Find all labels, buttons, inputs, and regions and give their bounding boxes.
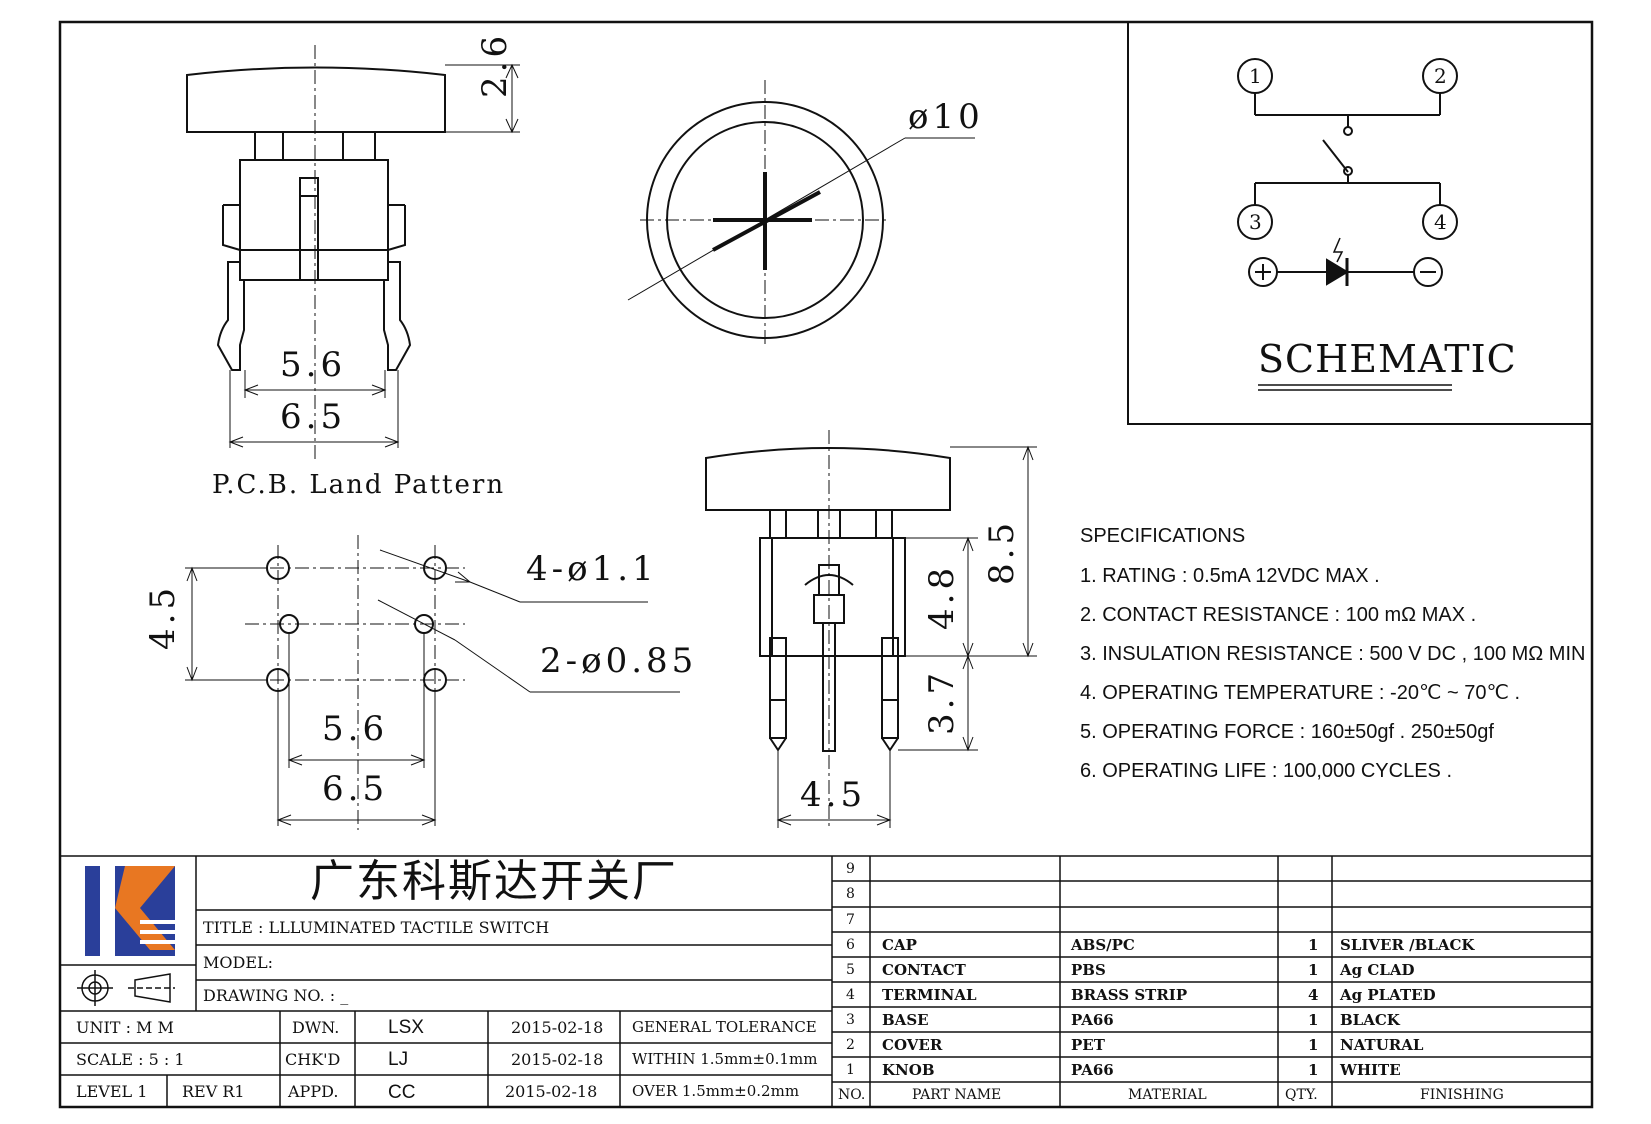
terminal-2-label: 2 (1434, 64, 1447, 88)
bom-row-no: 5 (846, 962, 855, 978)
bom-row-no: 3 (846, 1012, 855, 1028)
bom-finish: BLACK (1340, 1011, 1400, 1029)
bom-qty: 1 (1308, 1036, 1319, 1054)
bom-part: KNOB (882, 1061, 935, 1079)
dwn-date: 2015-02-18 (511, 1018, 604, 1037)
scale-cell: SCALE : 5 : 1 (76, 1050, 185, 1069)
model-label: MODEL: (203, 953, 274, 972)
bom-row-no: 1 (846, 1062, 855, 1078)
bom-part: TERMINAL (882, 986, 977, 1004)
bom-part: BASE (882, 1011, 929, 1029)
bom-material: PA66 (1071, 1061, 1114, 1079)
bom-finish: WHITE (1340, 1061, 1401, 1079)
bom-row-no: 7 (846, 912, 855, 928)
drawing-title: TITLE : LLLUMINATED TACTILE SWITCH (203, 918, 550, 937)
rev-cell: REV R1 (182, 1082, 245, 1101)
spec-item: 6. OPERATING LIFE : 100,000 CYCLES . (1080, 760, 1453, 782)
spec-item: 5. OPERATING FORCE : 160±50gf . 250±50gf (1080, 721, 1494, 743)
tolerance-within: WITHIN 1.5mm±0.1mm (632, 1050, 818, 1068)
dim-front-body: 4.8 (922, 563, 962, 630)
side-view (186, 45, 520, 460)
terminal-4-label: 4 (1434, 210, 1447, 234)
bom-part: CONTACT (882, 961, 966, 979)
bom-finish: SLIVER /BLACK (1340, 936, 1475, 954)
bom-header-no: NO. (838, 1087, 866, 1103)
pcb-title: P.C.B. Land Pattern (212, 470, 506, 500)
spec-item: 1. RATING : 0.5mA 12VDC MAX . (1080, 565, 1380, 587)
spec-item: 2. CONTACT RESISTANCE : 100 mΩ MAX . (1080, 604, 1477, 626)
company-logo (85, 866, 175, 956)
bom-material: PA66 (1071, 1011, 1114, 1029)
bom-part: CAP (882, 936, 917, 954)
bom-material: PET (1071, 1036, 1105, 1054)
projection-symbol-icon (77, 970, 175, 1006)
bom-header-material: MATERIAL (1128, 1087, 1207, 1103)
bom-material: ABS/PC (1071, 936, 1135, 954)
level-cell: LEVEL 1 (76, 1082, 148, 1101)
dim-pcb-outer: 6.5 (322, 769, 389, 809)
chkd-label: CHK'D (285, 1050, 341, 1069)
front-view (705, 430, 1037, 830)
schematic-title: SCHEMATIC (1258, 337, 1517, 381)
dim-pcb-hole4: 4-ø1.1 (526, 549, 658, 589)
bom-row-no: 2 (846, 1037, 855, 1053)
dwn-label: DWN. (292, 1018, 340, 1037)
bom-part: COVER (882, 1036, 943, 1054)
spec-item: 4. OPERATING TEMPERATURE : -20℃ ~ 70℃ . (1080, 682, 1521, 704)
appd-name: CC (388, 1082, 416, 1103)
bom-qty: 1 (1308, 961, 1319, 979)
dim-side-inner: 5.6 (280, 345, 347, 385)
spec-heading: SPECIFICATIONS (1080, 525, 1246, 547)
dim-pcb-pitch-v: 4.5 (143, 583, 183, 650)
bom-header-finishing: FINISHING (1420, 1087, 1504, 1103)
top-view (627, 80, 975, 345)
spec-item: 3. INSULATION RESISTANCE : 500 V DC , 10… (1080, 643, 1586, 665)
appd-date: 2015-02-18 (505, 1082, 598, 1101)
bom-row-no: 4 (846, 987, 855, 1003)
bom-header-part: PART NAME (912, 1087, 1002, 1103)
chkd-name: LJ (388, 1049, 409, 1070)
bom-header-qty: QTY. (1285, 1087, 1318, 1103)
terminal-3-label: 3 (1249, 210, 1262, 234)
bom-finish: Ag PLATED (1340, 986, 1436, 1004)
bom-qty: 4 (1308, 986, 1319, 1004)
bom-qty: 1 (1308, 1011, 1319, 1029)
bom-qty: 1 (1308, 1061, 1319, 1079)
unit-cell: UNIT : M M (76, 1018, 174, 1037)
bom-row-no: 8 (846, 886, 855, 902)
dim-side-outer: 6.5 (280, 397, 347, 437)
bom-row-no: 9 (846, 861, 855, 877)
title-block-grid (60, 855, 1592, 1107)
tolerance-label: GENERAL TOLERANCE (632, 1018, 817, 1036)
company-name: 广东科斯达开关厂 (310, 856, 678, 907)
bom-finish: Ag CLAD (1340, 961, 1415, 979)
dim-front-total: 8.5 (982, 518, 1022, 585)
pcb-pattern (185, 535, 680, 830)
dim-cap-diameter: ø10 (908, 97, 984, 137)
appd-label: APPD. (288, 1082, 339, 1101)
dim-front-pin: 3.7 (922, 668, 962, 735)
bom-material: BRASS STRIP (1071, 986, 1188, 1004)
schematic-graphic (1237, 58, 1458, 391)
drawing-number: DRAWING NO. : _ (203, 986, 349, 1005)
schematic-box (1127, 21, 1593, 425)
tolerance-over: OVER 1.5mm±0.2mm (632, 1082, 800, 1100)
dim-pcb-inner: 5.6 (322, 709, 389, 749)
drawing-frame (58, 20, 1594, 1109)
bom-finish: NATURAL (1340, 1036, 1424, 1054)
chkd-date: 2015-02-18 (511, 1050, 604, 1069)
bom-row-no: 6 (846, 937, 855, 953)
bom-qty: 1 (1308, 936, 1319, 954)
dim-cap-height: 2.6 (475, 31, 515, 98)
dim-pcb-hole2: 2-ø0.85 (540, 641, 698, 681)
bom-material: PBS (1071, 961, 1106, 979)
dwn-name: LSX (388, 1017, 424, 1038)
dim-front-pitch: 4.5 (800, 775, 867, 815)
terminal-1-label: 1 (1249, 64, 1262, 88)
